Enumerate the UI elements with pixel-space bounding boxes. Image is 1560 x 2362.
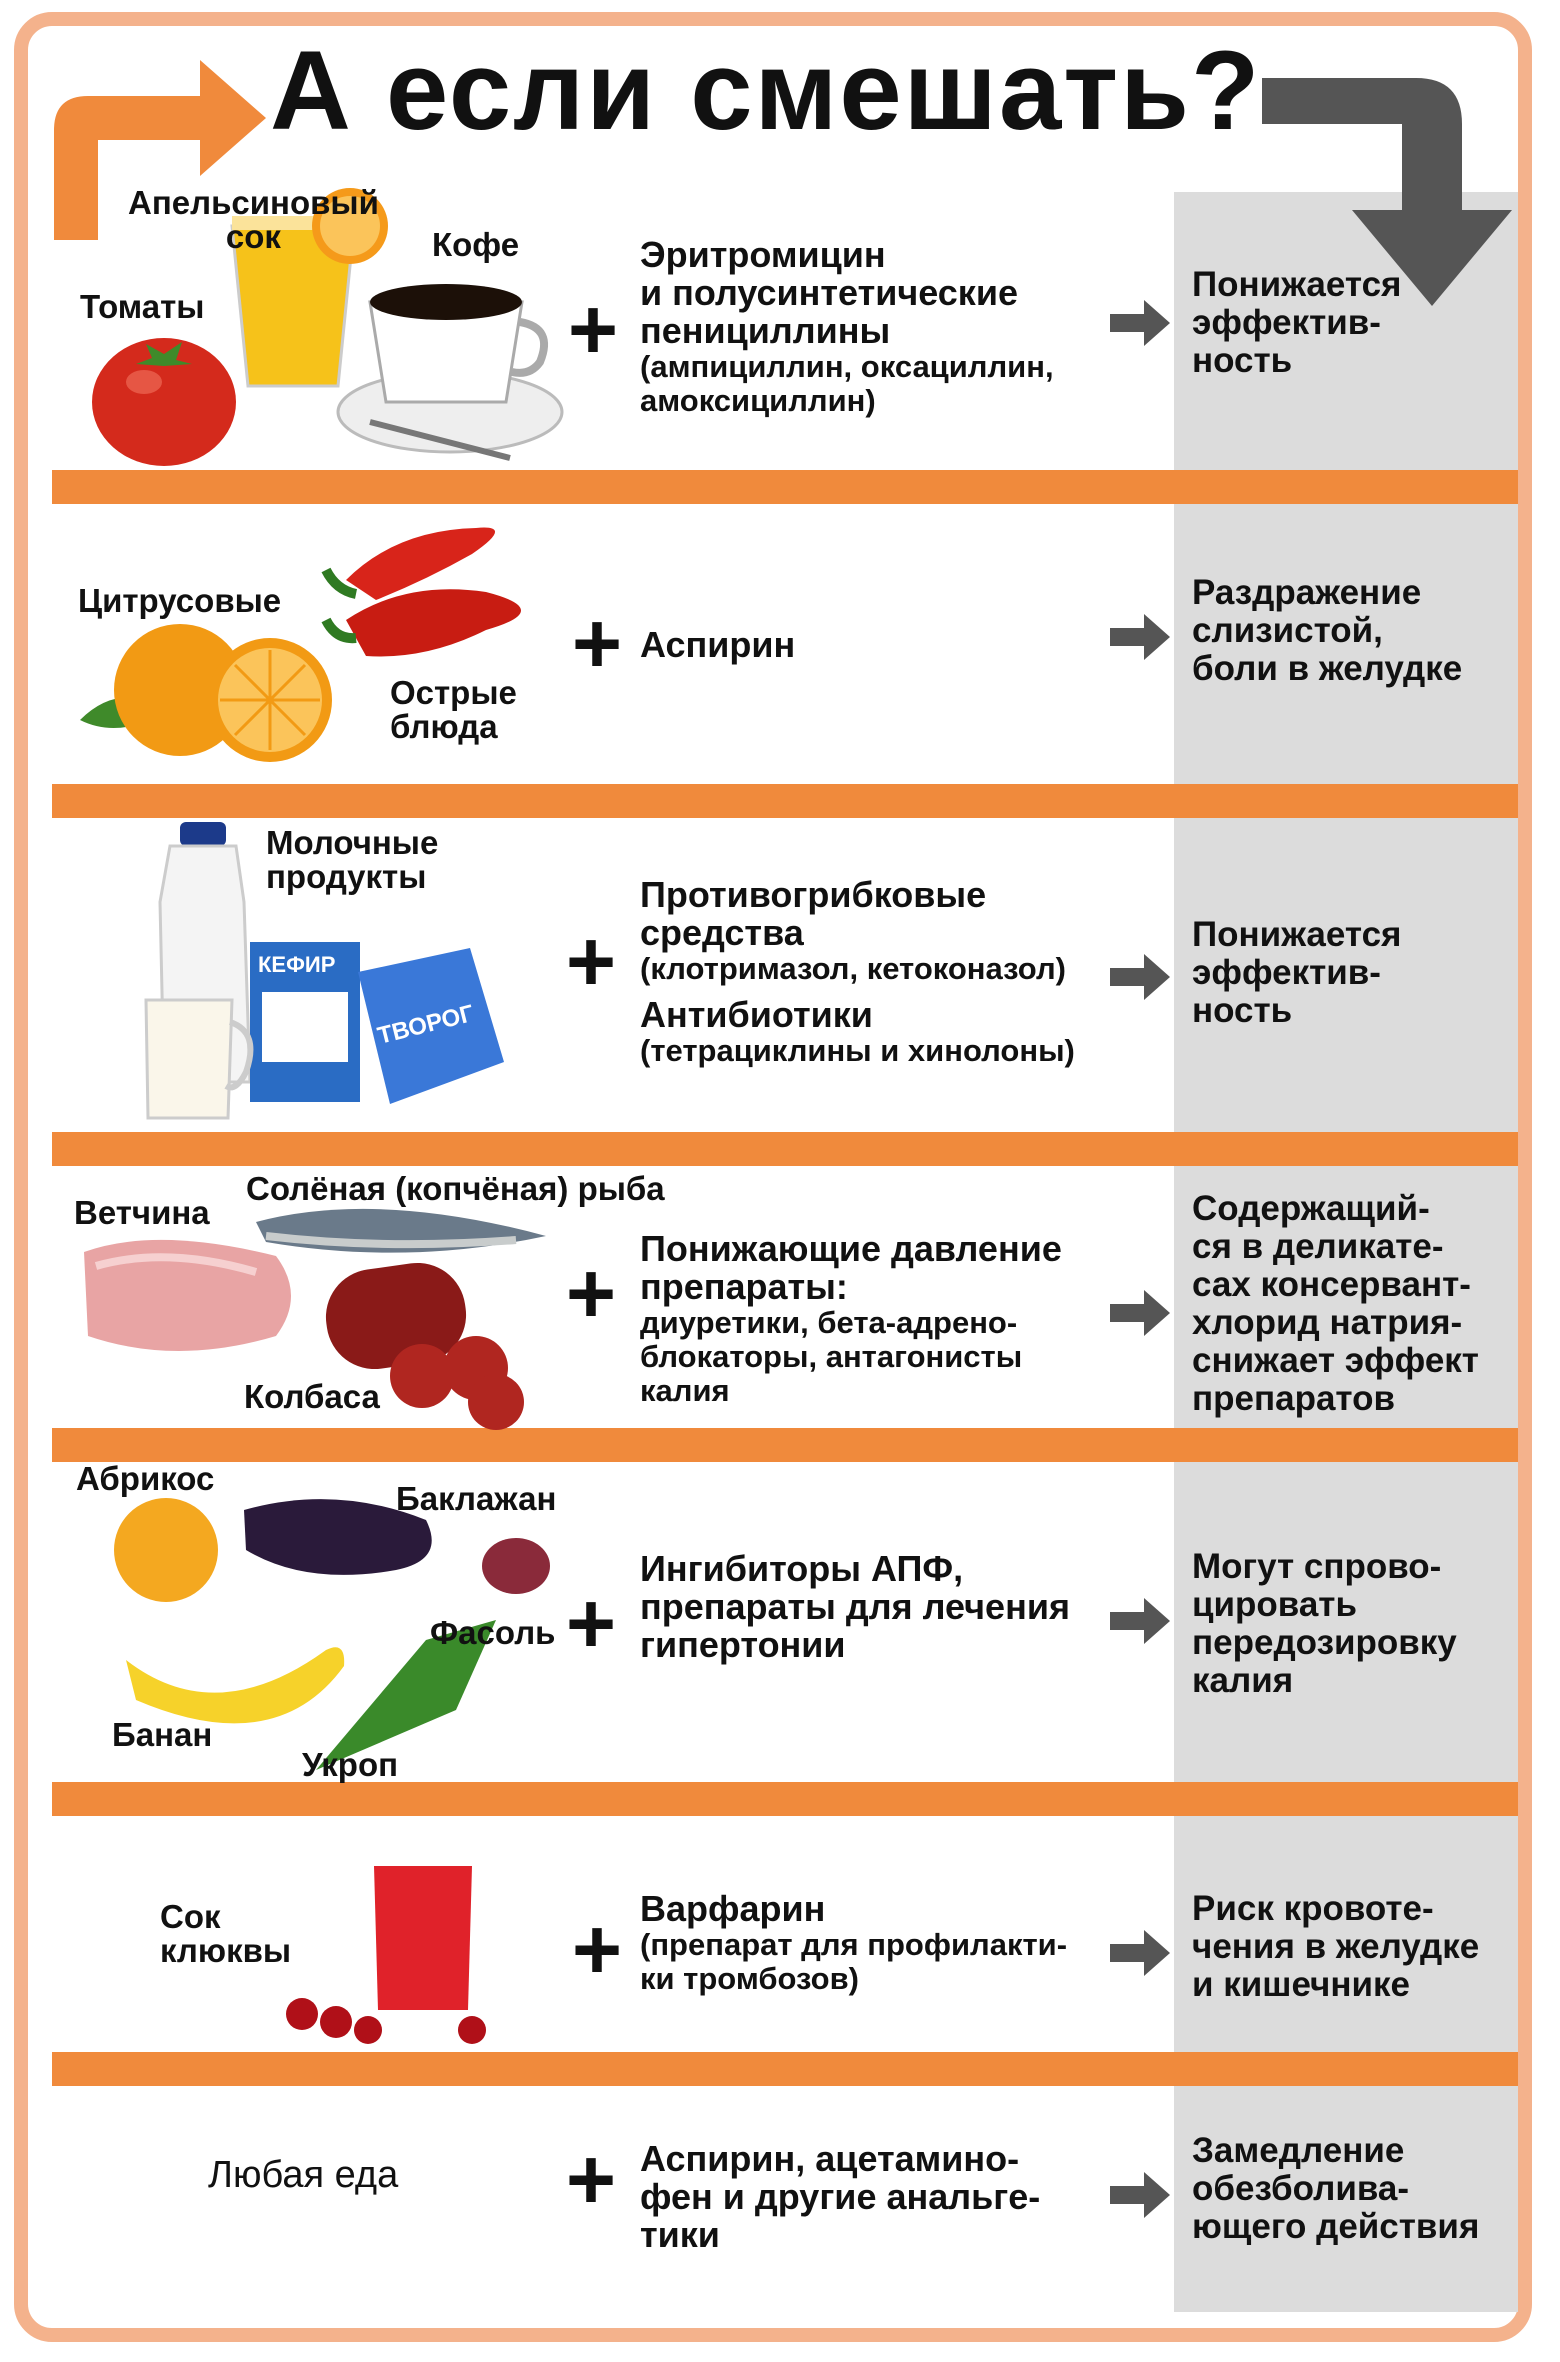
drug-text: Аспирин [640,626,1110,664]
plus-sign: + [565,2132,617,2228]
result-arrow-icon [1110,1290,1170,1336]
effect-text: Замедление обезболива- ющего действия [1192,2131,1480,2246]
food-label: Апельсиновый сок [128,184,379,255]
drug-text: Противогрибковые средства (клотримазол, … [640,876,1110,1068]
result-arrow-icon [1110,300,1170,346]
food-label: Острые блюда [390,674,517,745]
row-separator [52,1782,1518,1816]
effect-text: Риск кровоте- чения в желудке и кишечник… [1192,1889,1480,2004]
food-label: Банан [112,1716,213,1753]
orange-juice-image [230,188,388,388]
drug-sub: (препарат для профилакти- ки тромбозов) [640,1927,1068,1996]
food-label: Абрикос [76,1460,215,1497]
drug-main: Эритромицин и полусинтетические пеницилл… [640,234,1018,351]
drug-main: Противогрибковые средства [640,874,987,953]
food-label: Фасоль [430,1614,556,1651]
food-label: Кофе [432,226,520,263]
orange-corner-arrow-icon [54,60,266,240]
result-arrow-icon [1110,1930,1170,1976]
effect-text: Раздражение слизистой, боли в желудке [1192,573,1463,688]
plus-sign: + [571,1902,623,1998]
dairy-products-image: КЕФИР ТВОРОГ [144,822,504,1120]
food-label: Любая еда [208,2154,399,2196]
drug-text: Аспирин, ацетамино- фен и другие анальге… [640,2140,1110,2254]
result-arrow-icon [1110,2172,1170,2218]
effect-text: Могут спрово- цировать передозировку кал… [1192,1547,1457,1700]
row-separator [52,1428,1518,1462]
effect-column [1174,1166,1518,1428]
kefir-package-label: КЕФИР [258,952,335,977]
food-label: Укроп [302,1746,399,1783]
drug-text: Ингибиторы АПФ, препараты для лечения ги… [640,1550,1110,1664]
effect-text: Понижается эффектив- ность [1192,265,1402,380]
plus-sign: + [565,1246,617,1342]
drug-text: Варфарин (препарат для профилакти- ки тр… [640,1890,1110,1996]
plus-sign: + [565,914,617,1010]
result-arrow-icon [1110,954,1170,1000]
plus-sign: + [567,282,619,378]
drug-text: Эритромицин и полусинтетические пеницилл… [640,236,1110,418]
effect-text: Понижается эффектив- ность [1192,915,1402,1030]
result-arrow-icon [1110,1598,1170,1644]
food-label: Томаты [80,288,205,325]
row-separator [52,1132,1518,1166]
food-label: Цитрусовые [78,582,282,619]
effect-column [1174,1816,1518,2052]
grey-corner-arrow-icon [1262,78,1512,306]
chili-pepper-image [321,527,521,657]
drug-main-2: Антибиотики [640,994,873,1035]
row-separator [52,470,1518,504]
drug-sub: (ампициллин, оксациллин, амоксициллин) [640,349,1054,418]
vegetables-fruits-image [114,1498,550,1770]
plus-sign: + [565,1576,617,1672]
drug-sub-2: (тетрациклины и хинолоны) [640,1033,1075,1068]
drug-sub: диуретики, бета-адрено- блокаторы, антаг… [640,1305,1023,1408]
effect-column [1174,1462,1518,1782]
food-label: Колбаса [244,1378,380,1415]
effect-column [1174,504,1518,784]
row-separator [52,784,1518,818]
drug-main: Аспирин, ацетамино- фен и другие анальге… [640,2138,1041,2255]
page-title: А если смешать? [270,28,1262,153]
food-label: Молочные продукты [266,824,439,895]
drug-main: Ингибиторы АПФ, препараты для лечения ги… [640,1548,1070,1665]
result-arrow-icon [1110,614,1170,660]
coffee-cup-image [336,284,564,461]
food-label: Сок клюквы [160,1898,292,1969]
citrus-image [80,624,332,762]
row-separator [52,2052,1518,2086]
drug-text: Понижающие давление препараты: диуретики… [640,1230,1110,1408]
cranberry-juice-image [272,1834,486,2044]
food-label: Солёная (копчёная) рыба [246,1170,665,1207]
drug-main: Аспирин [640,624,796,665]
drug-main: Варфарин [640,1888,826,1929]
drug-main: Понижающие давление препараты: [640,1228,1062,1307]
plus-sign: + [571,596,623,692]
drug-sub: (клотримазол, кетоконазол) [640,951,1066,986]
food-label: Баклажан [396,1480,557,1517]
effect-text: Содержащий- ся в деликате- сах консерван… [1192,1189,1479,1418]
effect-column [1174,2086,1518,2312]
effect-column [1174,818,1518,1132]
food-label: Ветчина [74,1194,210,1231]
ham-fish-sausage-image [84,1208,546,1430]
tomato-image [92,338,236,466]
